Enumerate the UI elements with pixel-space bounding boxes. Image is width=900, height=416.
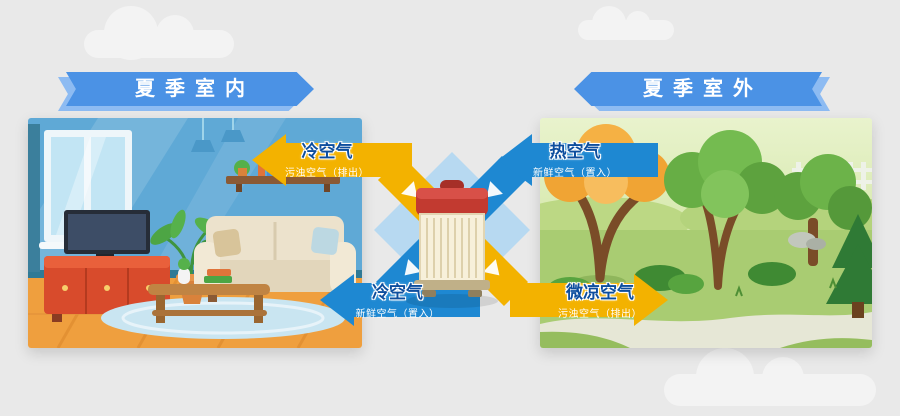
indoor-banner-label: 夏季室内 xyxy=(135,78,255,100)
cloud-decoration xyxy=(664,348,876,406)
flow-direction-chevrons xyxy=(401,181,503,276)
heat-exchanger-device xyxy=(406,180,498,308)
coffee-table xyxy=(148,258,270,323)
green-tree xyxy=(664,130,788,290)
rocks xyxy=(788,232,826,250)
outdoor-banner: 夏季室外 xyxy=(574,72,830,111)
indoor-scene-illustration xyxy=(28,118,362,348)
television xyxy=(64,210,150,256)
banner-ribbon xyxy=(574,72,822,106)
airflow-diagram xyxy=(252,134,668,326)
pine-tree xyxy=(826,214,872,318)
cloud-decoration xyxy=(84,6,234,60)
living-room-drawing xyxy=(28,118,362,348)
outdoor-exhaust-arrow xyxy=(510,274,668,326)
park-path xyxy=(540,312,872,348)
pendant-lamps xyxy=(191,118,245,152)
tv-cabinet xyxy=(44,256,170,322)
indoor-banner: 夏季室内 xyxy=(58,72,314,111)
curtain xyxy=(28,124,40,272)
cloud-decoration xyxy=(578,6,674,40)
green-tree xyxy=(774,154,872,266)
outdoor-banner-label: 夏季室外 xyxy=(643,78,763,100)
banner-ribbon xyxy=(66,72,314,106)
outdoor-intake-arrow xyxy=(498,134,658,186)
indoor-exhaust-arrow xyxy=(252,134,412,186)
